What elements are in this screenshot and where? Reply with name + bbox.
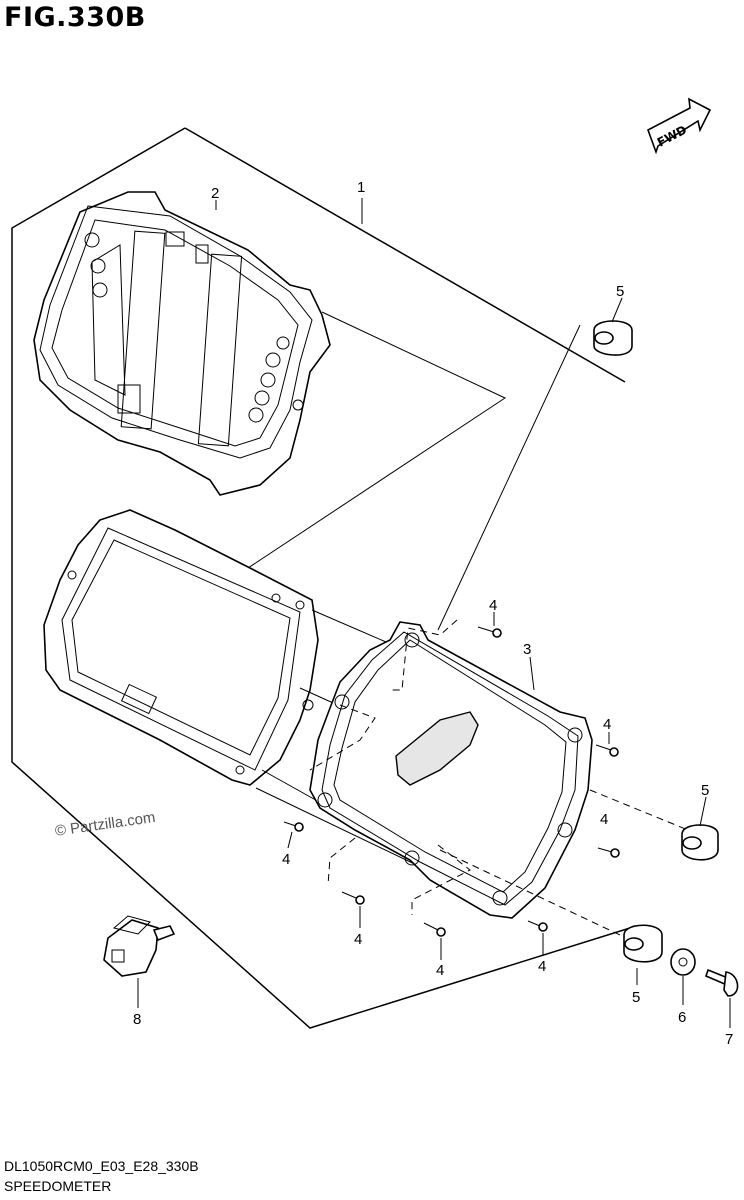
part-7-bolt [705, 968, 739, 997]
guide-5-top [437, 324, 581, 631]
dash-screw-top [388, 619, 458, 691]
callout-5: 5 [616, 283, 624, 300]
callout-4: 4 [436, 962, 444, 979]
part-4-screw [595, 744, 619, 757]
assembly-boundary-top [184, 127, 626, 383]
dash-grommet-mid [589, 789, 689, 831]
callout-3: 3 [523, 641, 531, 658]
assembly-boundary [11, 127, 631, 1029]
figure-title: FIG.330B [4, 2, 146, 33]
dash-grommet-lower [439, 849, 621, 936]
part-3-rear-case [309, 621, 593, 919]
fwd-arrow-icon: FWD [647, 97, 712, 155]
part-5-grommet [681, 824, 719, 861]
figure-code: DL1050RCM0_E03_E28_330B [4, 1158, 199, 1174]
leader-5b [699, 796, 707, 827]
leader-5a [611, 297, 623, 323]
callout-2: 2 [211, 185, 219, 202]
callout-8: 8 [133, 1011, 141, 1028]
part-4-screw [527, 920, 548, 932]
callout-4: 4 [600, 811, 608, 828]
guide-2 [244, 311, 507, 571]
part-2-meter-cover [33, 191, 331, 496]
part-4-screw [477, 626, 502, 638]
callout-1: 1 [357, 179, 365, 196]
part-5-grommet [593, 320, 633, 356]
part-4-screw [423, 922, 446, 937]
callout-7: 7 [725, 1031, 733, 1048]
callout-5: 5 [701, 782, 709, 799]
part-8-connector [103, 915, 176, 977]
part-4-screw [597, 847, 620, 858]
figure-name: SPEEDOMETER [4, 1178, 112, 1194]
part-5-grommet [623, 924, 663, 963]
callout-4: 4 [282, 851, 290, 868]
part-6-washer [670, 948, 696, 976]
leader-3 [529, 656, 535, 691]
dash-bottom-mid [411, 844, 471, 915]
callout-5: 5 [632, 989, 640, 1006]
callout-4: 4 [354, 931, 362, 948]
callout-6: 6 [678, 1009, 686, 1026]
callout-4: 4 [538, 958, 546, 975]
callout-4: 4 [489, 597, 497, 614]
part-4-screw [283, 821, 304, 832]
callout-4: 4 [603, 716, 611, 733]
part-4-screw [341, 891, 365, 905]
leader-4d [287, 831, 293, 849]
meter-unit-body [43, 509, 319, 786]
dash-left-mid [327, 837, 356, 886]
dash-left-top [309, 704, 376, 771]
